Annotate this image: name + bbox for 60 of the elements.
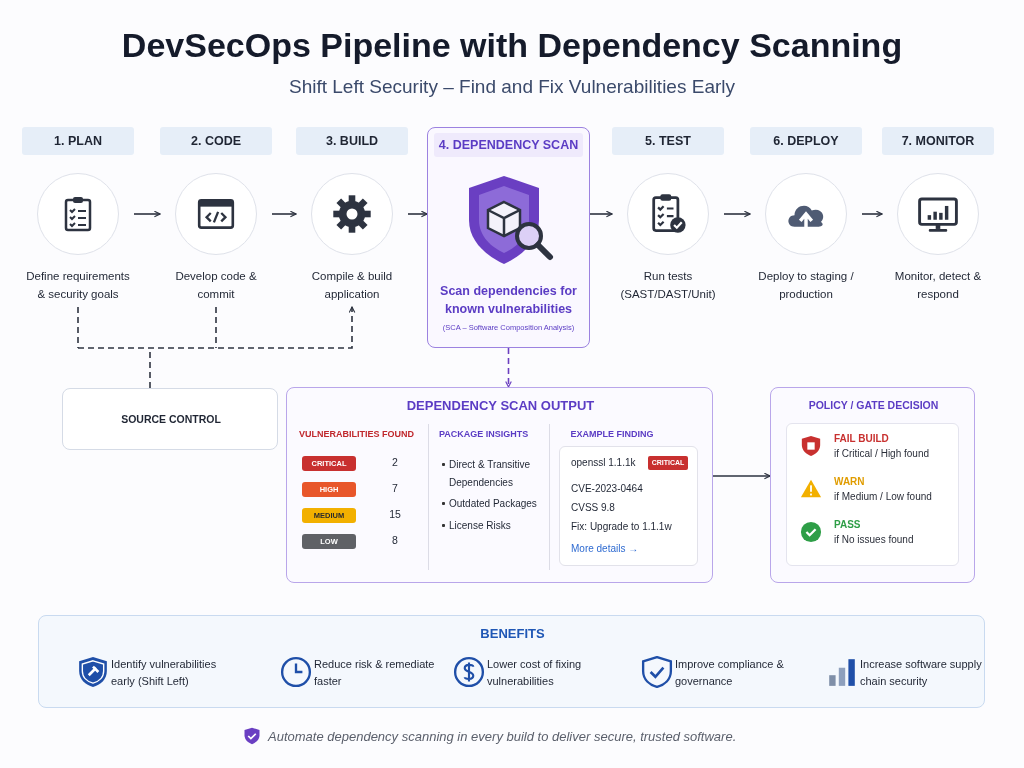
step-header: 1. PLAN (22, 127, 134, 155)
cve-id: CVE-2023-0464 (571, 483, 643, 494)
step-description: Run tests (SAST/DAST/Unit) (619, 269, 717, 302)
count-value: 8 (391, 534, 399, 546)
step-description: Monitor, detect & respond (893, 269, 983, 302)
decision-condition: if Medium / Low found (834, 491, 932, 502)
arrow (712, 472, 771, 480)
arrow (133, 210, 161, 218)
source-control-card (62, 388, 278, 450)
details-link: More details → (571, 543, 639, 554)
title: DevSecOps Pipeline with Dependency Scanning (120, 26, 904, 65)
section-title: BENEFITS (479, 626, 546, 641)
highlight-panel (427, 127, 590, 348)
fix-text: Fix: Upgrade to 1.1.1w (571, 521, 672, 532)
benefit-text: Increase software supply chain security (860, 657, 983, 689)
package-name: openssl 1.1.1k (571, 457, 636, 468)
arrow (407, 210, 428, 218)
decision-condition: if Critical / High found (834, 448, 930, 459)
decision-title: PASS (834, 519, 861, 530)
panel-title: POLICY / GATE DECISION (807, 399, 940, 411)
dashed-connector (77, 306, 356, 389)
step-header: 6. DEPLOY (750, 127, 862, 155)
column-heading: VULNERABILITIES FOUND (299, 429, 415, 439)
column-heading: PACKAGE INSIGHTS (439, 429, 530, 439)
arrow (589, 210, 613, 218)
output-panel (286, 387, 713, 583)
count-value: 2 (391, 456, 399, 468)
decision-card (786, 423, 959, 566)
step-header: 3. BUILD (296, 127, 408, 155)
step-description: Compile & build application (310, 269, 394, 302)
arrow (271, 210, 297, 218)
caption: Automate dependency scanning in every build to deliver secure, trusted software. (268, 729, 737, 744)
step-header: 7. MONITOR (882, 127, 994, 155)
benefit-text: Lower cost of fixing vulnerabilities (487, 657, 583, 689)
count-value: 15 (388, 508, 402, 520)
step-description: Scan dependencies for known vulnerabilities (439, 283, 578, 318)
step-header: 4. DEPENDENCY SCAN (434, 133, 583, 157)
policy-panel (770, 387, 975, 583)
arrow (861, 210, 883, 218)
step-header: 5. TEST (612, 127, 724, 155)
panel-title: DEPENDENCY SCAN OUTPUT (405, 398, 596, 413)
step-description: Define requirements & security goals (25, 269, 131, 302)
benefits-panel (38, 615, 985, 708)
column-heading: EXAMPLE FINDING (569, 429, 655, 439)
benefit-text: Identify vulnerabilities early (Shift Left) (111, 657, 218, 689)
arrow (723, 210, 751, 218)
decision-title: FAIL BUILD (834, 433, 889, 444)
benefit-text: Reduce risk & remediate faster (314, 657, 436, 689)
decision-title: WARN (834, 476, 865, 487)
dashed-connector (505, 347, 512, 388)
step-description: Deploy to staging / production (757, 269, 855, 302)
count-value: 7 (391, 482, 399, 494)
decision-condition: if No issues found (834, 534, 914, 545)
subtitle: Shift Left Security – Find and Fix Vulnerabilities Early (288, 76, 736, 98)
benefit-text: Improve compliance & governance (675, 657, 785, 689)
card-title: SOURCE CONTROL (120, 413, 222, 425)
step-description: Develop code & commit (174, 269, 258, 302)
finding-card (559, 446, 698, 566)
cvss-score: CVSS 9.8 (571, 502, 615, 513)
step-header: 2. CODE (160, 127, 272, 155)
